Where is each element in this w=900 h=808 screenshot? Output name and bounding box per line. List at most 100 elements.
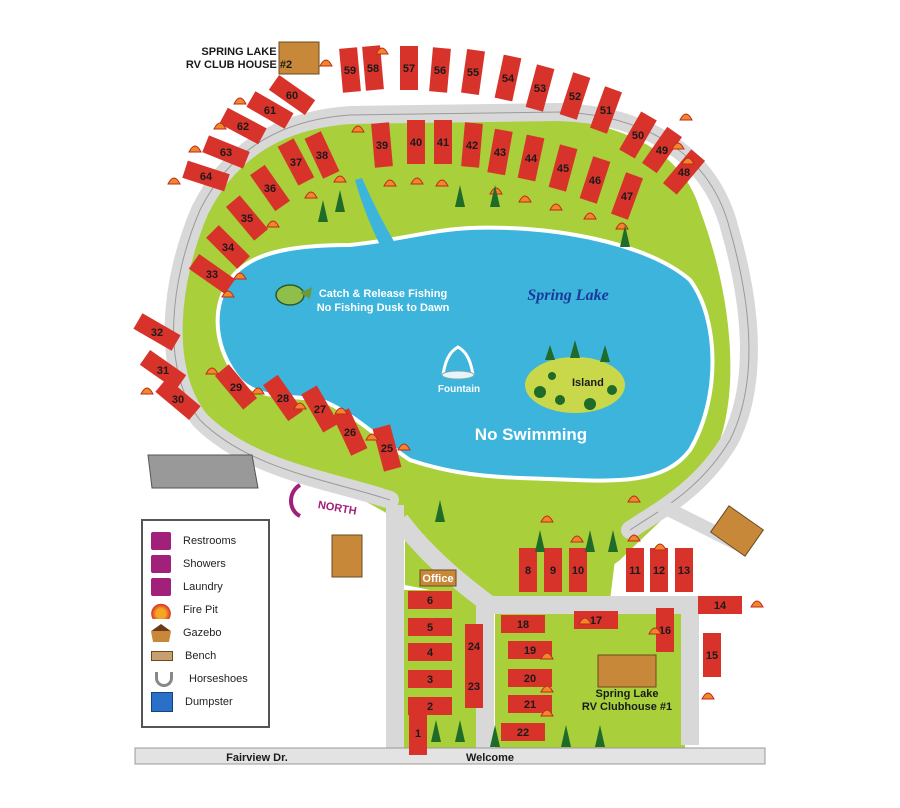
campsite-43[interactable] [487,128,513,176]
fire-pit-icon [648,627,662,635]
campsite-56[interactable] [429,47,451,93]
campsite-number: 38 [316,150,328,162]
campsite-47[interactable] [611,172,643,220]
campsite-12[interactable] [650,548,668,592]
campsite-5[interactable] [408,618,452,636]
campsite-number: 23 [468,681,480,693]
campsite-59[interactable] [339,47,361,93]
campsite-pad [508,695,552,713]
fire-pit-icon [188,145,202,153]
campsite-9[interactable] [544,548,562,592]
legend-label: Bench [185,650,217,662]
campsite-45[interactable] [548,144,578,192]
campsite-number: 11 [629,565,641,577]
campsite-26[interactable] [332,408,368,456]
campsite-51[interactable] [590,86,622,134]
campsite-number: 14 [714,600,727,612]
campsite-44[interactable] [517,134,545,182]
campsite-32[interactable] [133,313,181,351]
campsite-41[interactable] [434,120,452,164]
campsite-52[interactable] [559,72,591,120]
campsite-25[interactable] [372,424,402,472]
campsite-16[interactable] [656,608,674,652]
campsite-pad [339,47,361,93]
campsite-64[interactable] [182,160,230,192]
campsite-number: 61 [264,105,276,117]
campsite-37[interactable] [277,138,315,186]
campsite-pad [465,624,483,668]
campsite-49[interactable] [642,126,682,174]
fire-pit-icon [681,157,695,165]
campsite-19[interactable] [508,641,552,659]
fire-pit-icon [151,601,171,619]
campsite-3[interactable] [408,670,452,688]
campsite-pad [508,669,552,687]
campsite-54[interactable] [494,54,522,102]
campsite-36[interactable] [250,164,290,212]
campsite-21[interactable] [508,695,552,713]
campsite-58[interactable] [362,45,384,91]
campsite-number: 31 [157,365,169,377]
campsite-63[interactable] [202,135,250,169]
campsite-number: 44 [525,153,538,165]
tree-icon [435,500,445,522]
campsite-27[interactable] [301,385,339,433]
campsite-pad [501,615,545,633]
tree-icon [620,225,630,247]
fire-pit-icon [251,387,265,395]
campsite-8[interactable] [519,548,537,592]
dumpster-icon [151,692,173,712]
campsite-55[interactable] [461,48,485,96]
campsite-53[interactable] [525,64,555,112]
campsite-60[interactable] [268,75,316,115]
campsite-15[interactable] [703,633,721,677]
campsite-39[interactable] [371,122,393,168]
legend-label: Showers [183,558,226,570]
campsite-pad [304,131,340,179]
campsite-38[interactable] [304,131,340,179]
fire-pit-icon [383,179,397,187]
campsite-34[interactable] [206,225,250,269]
campsite-35[interactable] [225,195,269,241]
legend-label: Fire Pit [183,604,218,616]
legend-label: Laundry [183,581,223,593]
campsite-1[interactable] [409,711,427,755]
campsite-61[interactable] [246,91,294,129]
campsite-48[interactable] [662,149,706,195]
campsite-29[interactable] [214,364,258,410]
campsite-4[interactable] [408,643,452,661]
campsite-42[interactable] [461,122,483,168]
campsite-13[interactable] [675,548,693,592]
campsite-57[interactable] [400,46,418,90]
campsite-10[interactable] [569,548,587,592]
campsite-pad [626,548,644,592]
campsite-pad [408,643,452,661]
office-building [419,569,457,587]
campsite-6[interactable] [408,591,452,609]
campsite-pad [429,47,451,93]
campsite-number: 46 [589,175,601,187]
campsite-2[interactable] [408,697,452,715]
legend-row-laundry: Laundry [151,577,223,597]
campsite-20[interactable] [508,669,552,687]
campsite-30[interactable] [155,377,201,421]
campsite-33[interactable] [188,254,236,294]
campsite-pad [559,72,591,120]
fire-pit-icon [518,195,532,203]
campsite-number: 3 [427,674,433,686]
campsite-11[interactable] [626,548,644,592]
campsite-31[interactable] [139,350,187,390]
campsite-40[interactable] [407,120,425,164]
campsite-62[interactable] [219,107,267,145]
clubhouse-1-line2: RV Clubhouse #1 [582,701,672,713]
campsite-46[interactable] [579,156,611,204]
campsite-pad [465,664,483,708]
campsite-18[interactable] [501,615,545,633]
campsite-24[interactable] [465,624,483,668]
campsite-50[interactable] [619,111,657,159]
campsite-number: 27 [314,404,326,416]
campsite-23[interactable] [465,664,483,708]
campsite-28[interactable] [263,374,303,422]
campsite-22[interactable] [501,723,545,741]
campsite-14[interactable] [698,596,742,614]
